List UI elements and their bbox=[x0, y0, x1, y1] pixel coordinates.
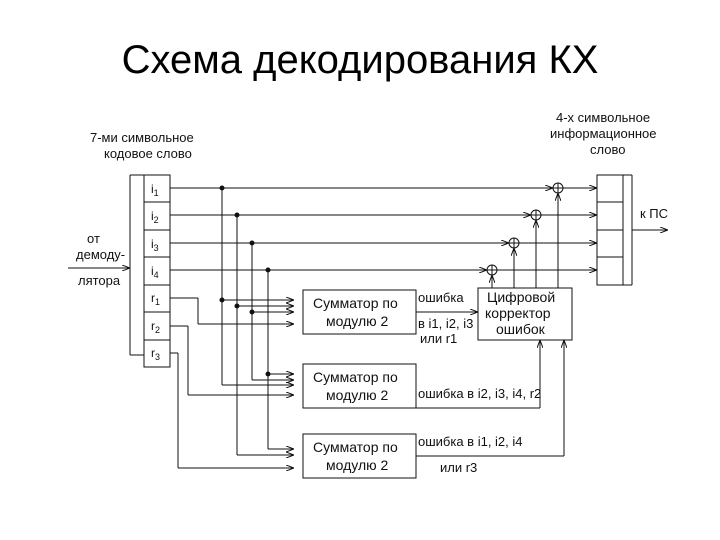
adder-1-line2: модулю 2 bbox=[326, 313, 389, 329]
corrector-line1: Цифровой bbox=[487, 289, 555, 305]
error-label-2: ошибка в i2, i3, i4, r2 bbox=[418, 386, 541, 401]
error-label-3-line1: ошибка в i1, i2, i4 bbox=[418, 434, 523, 449]
slide-title: Схема декодирования КХ bbox=[121, 38, 599, 82]
xor-node-3 bbox=[508, 237, 520, 249]
adder-2-line2: модулю 2 bbox=[326, 387, 389, 403]
error-label-3-line2: или r3 bbox=[440, 460, 477, 475]
corrector-outputs bbox=[492, 193, 558, 288]
input-word-label-1: 7-ми символьное bbox=[90, 130, 194, 145]
cell-i3: i3 bbox=[151, 237, 159, 253]
adder-2 bbox=[302, 363, 417, 409]
adder-2-line1: Сумматор по bbox=[313, 369, 398, 385]
adder-3-line2: модулю 2 bbox=[326, 457, 389, 473]
output-register bbox=[596, 174, 633, 286]
output-word-label-3: слово bbox=[590, 142, 625, 157]
cell-r3: r3 bbox=[151, 346, 160, 362]
xor-node-4 bbox=[486, 264, 498, 276]
cell-r2: r2 bbox=[151, 319, 160, 335]
xor-nodes bbox=[486, 182, 564, 276]
error-corrector bbox=[477, 287, 573, 341]
cell-i4: i4 bbox=[151, 264, 159, 280]
output-word-label-1: 4-х символьное bbox=[556, 110, 650, 125]
input-word-label-2: кодовое слово bbox=[104, 146, 192, 161]
error-label-1-line1: ошибка bbox=[418, 290, 464, 305]
source-label-3: лятора bbox=[78, 273, 121, 288]
error-label-1-line3: или r1 bbox=[420, 331, 457, 346]
source-label-1: от bbox=[87, 231, 100, 246]
xor-node-1 bbox=[552, 182, 564, 194]
cell-i1: i1 bbox=[151, 182, 159, 198]
data-lines bbox=[170, 188, 597, 270]
tap-lines bbox=[170, 185, 294, 468]
source-label-2: демоду- bbox=[76, 247, 125, 262]
output-label: к ПС bbox=[640, 206, 668, 221]
cell-r1: r1 bbox=[151, 291, 160, 307]
xor-node-2 bbox=[530, 209, 542, 221]
error-label-1-line2: в i1, i2, i3 bbox=[418, 316, 473, 331]
corrector-line3: ошибок bbox=[496, 321, 546, 337]
adder-1 bbox=[302, 289, 417, 335]
corrector-line2: корректор bbox=[485, 305, 551, 321]
adder-3 bbox=[302, 433, 417, 479]
adder-1-line1: Сумматор по bbox=[313, 295, 398, 311]
input-register bbox=[129, 174, 171, 368]
adder-outputs bbox=[416, 312, 564, 457]
adder-3-line1: Сумматор по bbox=[313, 439, 398, 455]
cell-i2: i2 bbox=[151, 209, 159, 225]
output-word-label-2: информационное bbox=[550, 126, 657, 141]
